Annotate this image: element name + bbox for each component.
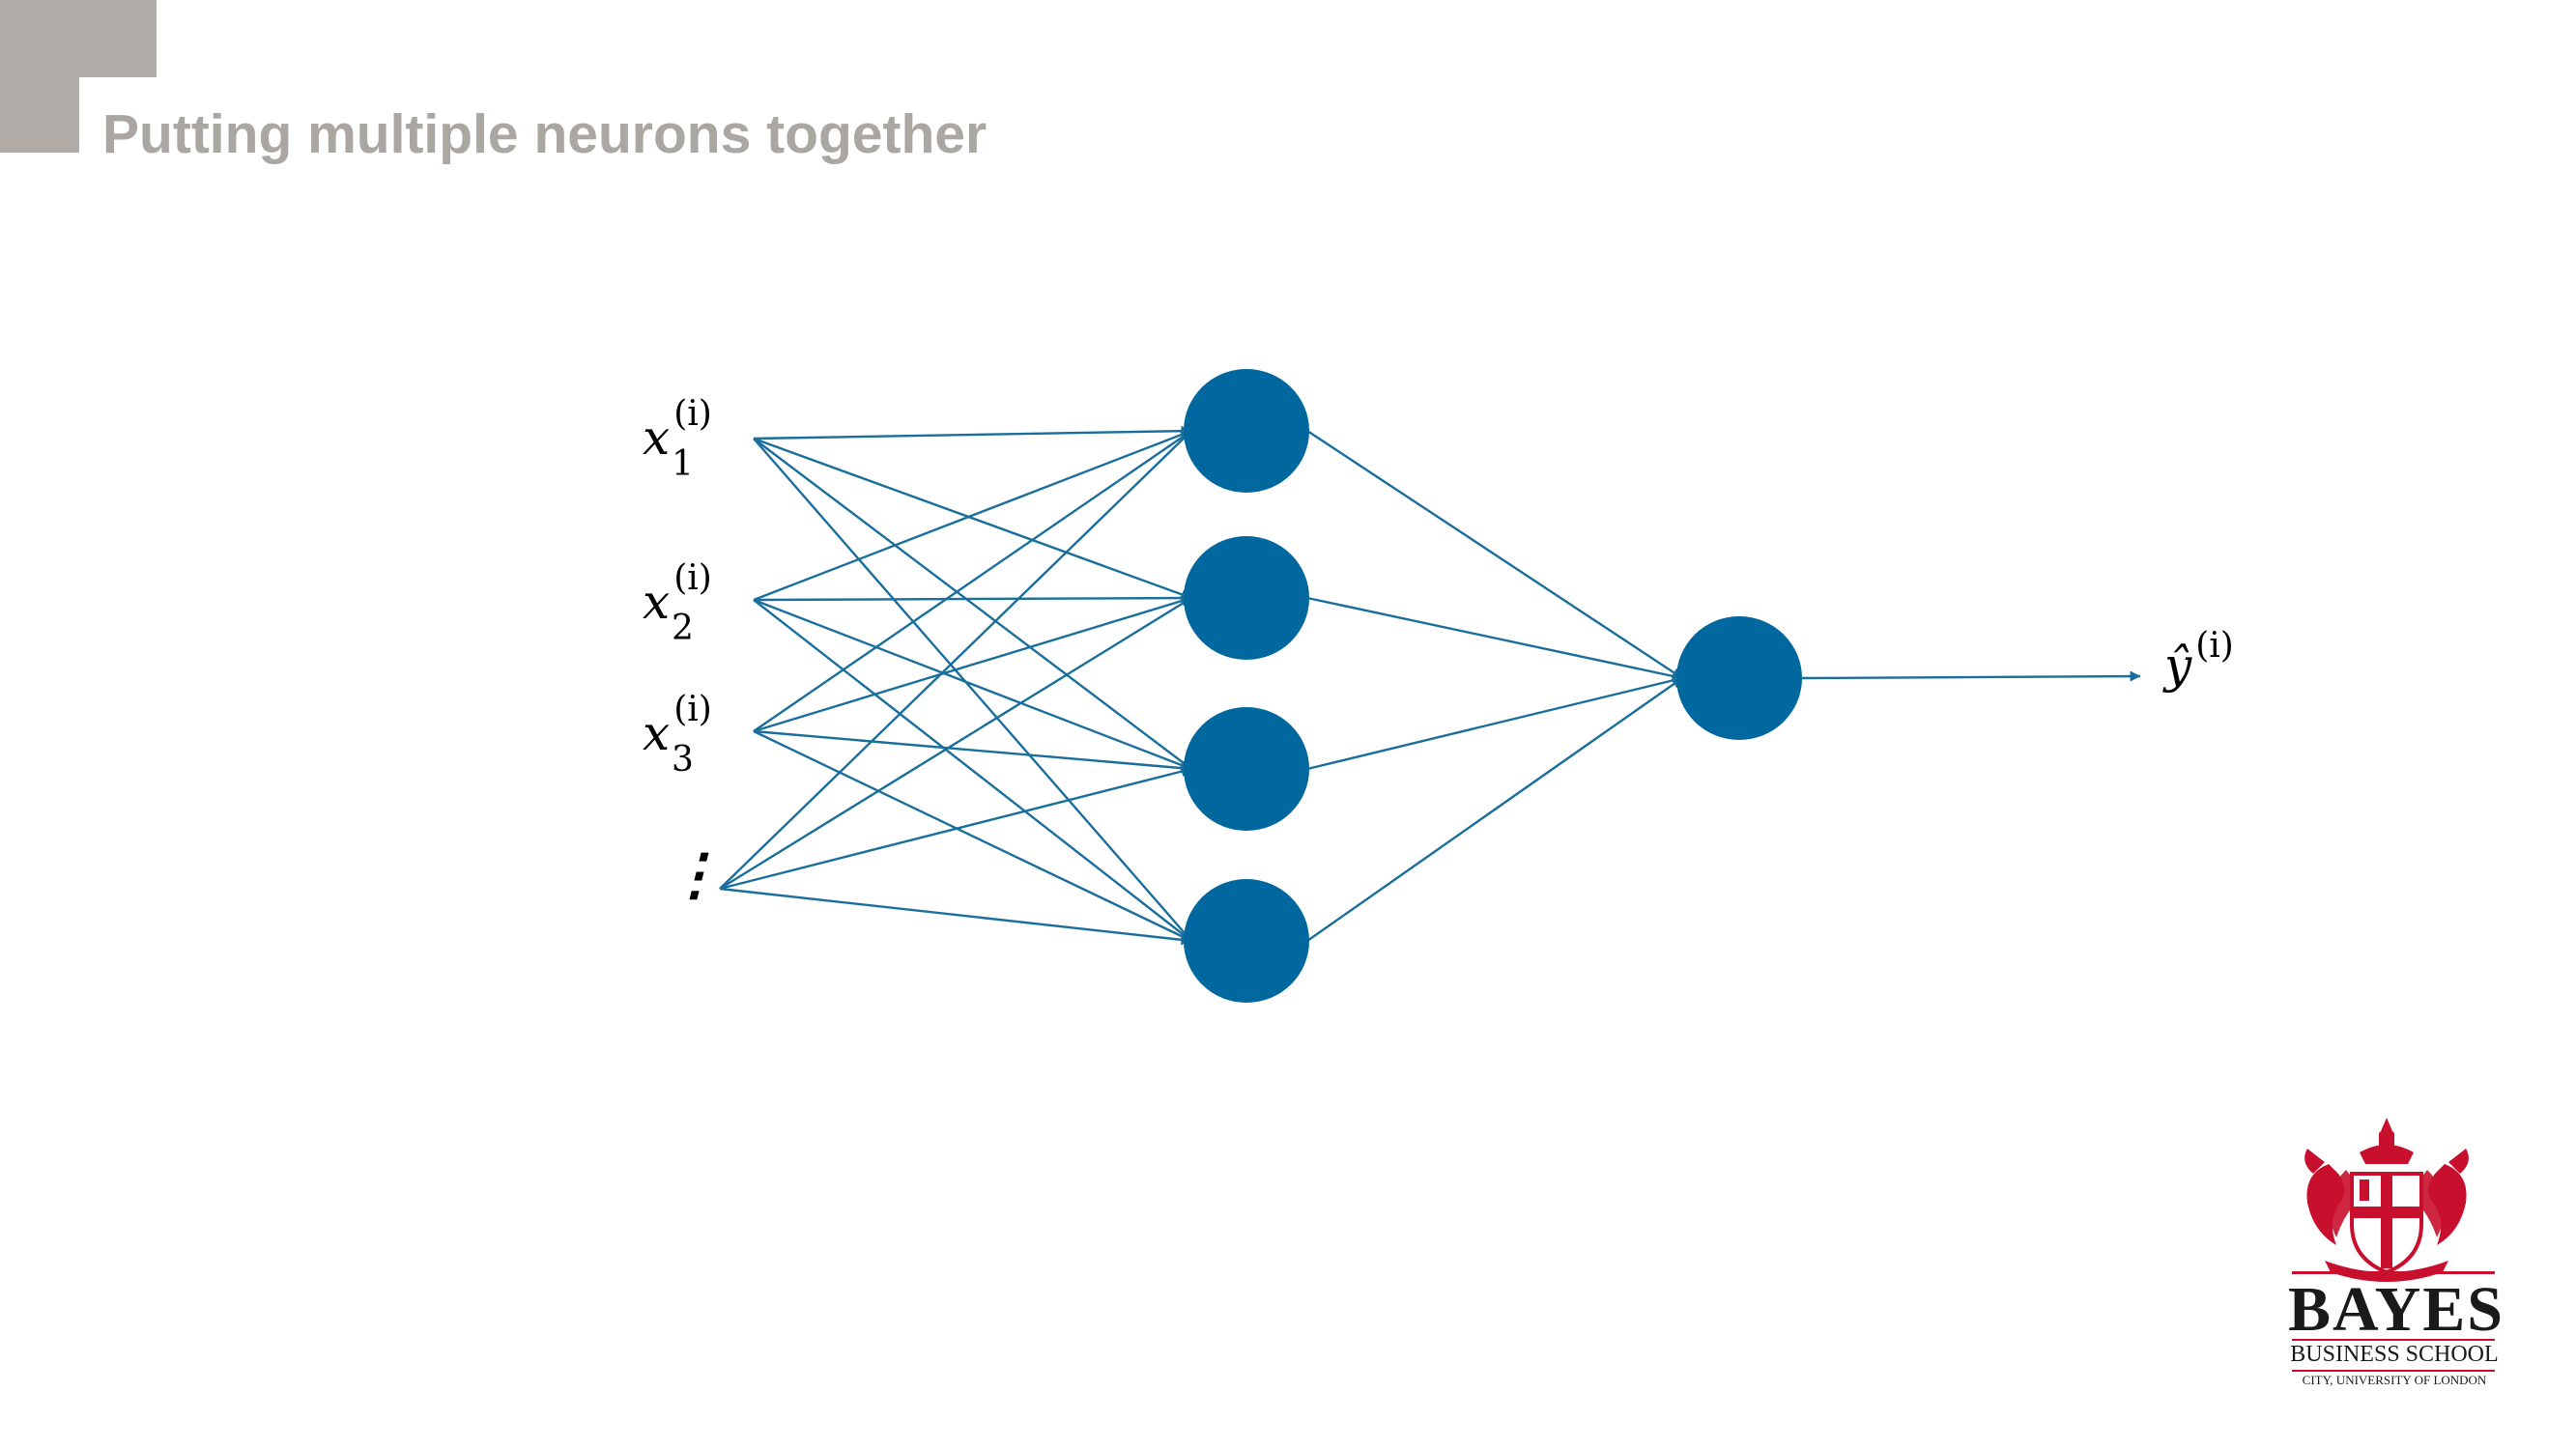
edge-input-2-hidden-3: [753, 598, 1192, 771]
edge-output-arrow: [1801, 670, 2141, 682]
output-label: ŷ(i): [2162, 626, 2234, 694]
logo-rule-bottom: [2292, 1370, 2495, 1372]
input-label-2: x(i)2: [643, 558, 712, 648]
coat-of-arms-icon: [2304, 1118, 2469, 1282]
connection-edges: [719, 425, 2141, 946]
corner-decoration-lower: [0, 77, 79, 153]
output-neuron: [1676, 616, 1802, 740]
hidden-neuron-1: [1184, 369, 1309, 493]
edge-input-3-hidden-1: [753, 430, 1192, 732]
input-label-1: x(i)1: [643, 394, 712, 484]
input-label-4: ⋮: [667, 841, 723, 907]
logo-name: BAYES: [2288, 1274, 2505, 1345]
edge-input-4-hidden-1: [719, 430, 1192, 890]
edge-input-4-hidden-3: [719, 766, 1192, 891]
edge-input-1-hidden-1: [753, 425, 1192, 440]
edge-input-3-hidden-2: [753, 595, 1192, 733]
logo-affiliation: CITY, UNIVERSITY OF LONDON: [2302, 1373, 2487, 1387]
corner-decoration: [0, 0, 157, 77]
edge-input-4-hidden-2: [719, 596, 1192, 891]
hidden-neuron-2: [1184, 536, 1309, 660]
variable-labels: x(i)1 x(i)2 x(i)3 ⋮ ŷ(i): [643, 394, 2234, 907]
edge-input-2-hidden-2: [753, 592, 1192, 604]
edge-input-2-hidden-1: [753, 429, 1192, 602]
edge-input-2-hidden-4: [753, 599, 1192, 942]
edge-input-1-hidden-3: [753, 438, 1192, 770]
hidden-neuron-3: [1184, 707, 1309, 831]
slide-title: Putting multiple neurons together: [102, 103, 987, 165]
edge-hidden-3-output: [1306, 675, 1683, 771]
edge-hidden-1-output: [1306, 429, 1683, 680]
logo-rule-middle: [2292, 1339, 2495, 1341]
edge-input-3-hidden-4: [753, 729, 1192, 943]
edge-hidden-4-output: [1306, 677, 1683, 942]
edge-input-4-hidden-4: [719, 887, 1192, 946]
logo-rule-top: [2292, 1271, 2495, 1274]
edge-hidden-2-output: [1306, 596, 1683, 682]
logo-subtitle: BUSINESS SCHOOL: [2290, 1342, 2499, 1367]
input-label-3: x(i)3: [643, 690, 712, 780]
edge-input-3-hidden-3: [753, 729, 1192, 774]
hidden-neuron-4: [1184, 879, 1309, 1003]
neuron-nodes: [1184, 369, 1802, 1003]
edge-input-1-hidden-4: [753, 438, 1192, 942]
edge-input-1-hidden-2: [753, 437, 1192, 600]
